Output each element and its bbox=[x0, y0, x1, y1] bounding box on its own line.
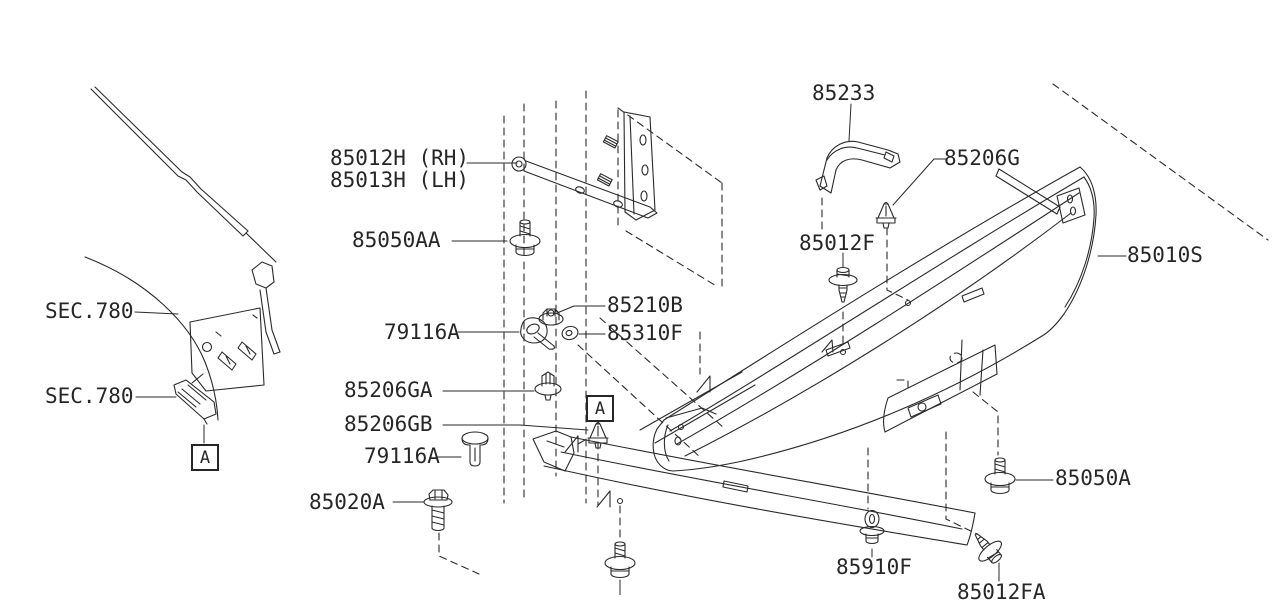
part-label-85206gb: 85206GB bbox=[344, 412, 433, 436]
part-label-85050a: 85050A bbox=[1055, 466, 1131, 490]
part-label-85020a: 85020A bbox=[309, 490, 385, 514]
part-label-85206g: 85206G bbox=[944, 146, 1020, 170]
section-label-780-lower: SEC.780 bbox=[45, 384, 134, 408]
view-callout-a-mid: A bbox=[586, 395, 614, 422]
grommet-79116a-upper-art bbox=[520, 317, 555, 350]
clip-85206ga-art bbox=[534, 371, 562, 401]
leader-lines bbox=[134, 103, 1127, 582]
part-label-85013h-lh: 85013H (LH) bbox=[330, 168, 470, 192]
washer-85310f-art bbox=[561, 325, 579, 341]
part-label-79116a-upper: 79116A bbox=[384, 320, 460, 344]
quarter-panel-art bbox=[84, 86, 281, 425]
part-label-79116a-lower: 79116A bbox=[364, 444, 440, 468]
screw-85050aa-art bbox=[509, 219, 541, 257]
part-label-85910f: 85910F bbox=[836, 555, 912, 579]
lower-valance-art bbox=[532, 375, 976, 546]
part-label-85310f: 85310F bbox=[607, 321, 683, 345]
part-label-85012h-rh: 85012H (RH) bbox=[330, 146, 470, 170]
part-label-85233: 85233 bbox=[812, 81, 876, 105]
bumper-face-art bbox=[639, 166, 1097, 472]
pin-79116a-lower-art bbox=[461, 431, 489, 467]
clip-85910f-art bbox=[859, 509, 885, 545]
clip-85206g-art bbox=[875, 201, 897, 229]
screw-85050a-art bbox=[984, 457, 1016, 495]
part-label-85012f: 85012F bbox=[799, 231, 875, 255]
bolt-85020a-art bbox=[423, 489, 453, 532]
part-label-85012fa: 85012FA bbox=[957, 580, 1046, 604]
nut-85210b-art bbox=[538, 308, 564, 326]
screw-bottom-center-art bbox=[604, 541, 636, 595]
pushpin-85012fa-art bbox=[964, 524, 1010, 571]
part-label-85010s: 85010S bbox=[1127, 243, 1203, 267]
bracket-85233-art bbox=[815, 140, 901, 194]
part-label-85210b: 85210B bbox=[607, 293, 683, 317]
hidden-dashed-lines bbox=[438, 83, 1269, 575]
view-callout-a-left: A bbox=[191, 444, 219, 471]
pushpin-85012f-art bbox=[828, 266, 858, 303]
part-label-85206ga: 85206GA bbox=[344, 378, 433, 402]
bumper-stay-bracket-art bbox=[511, 111, 658, 221]
section-label-780-upper: SEC.780 bbox=[45, 299, 134, 323]
part-label-85050aa: 85050AA bbox=[352, 228, 441, 252]
